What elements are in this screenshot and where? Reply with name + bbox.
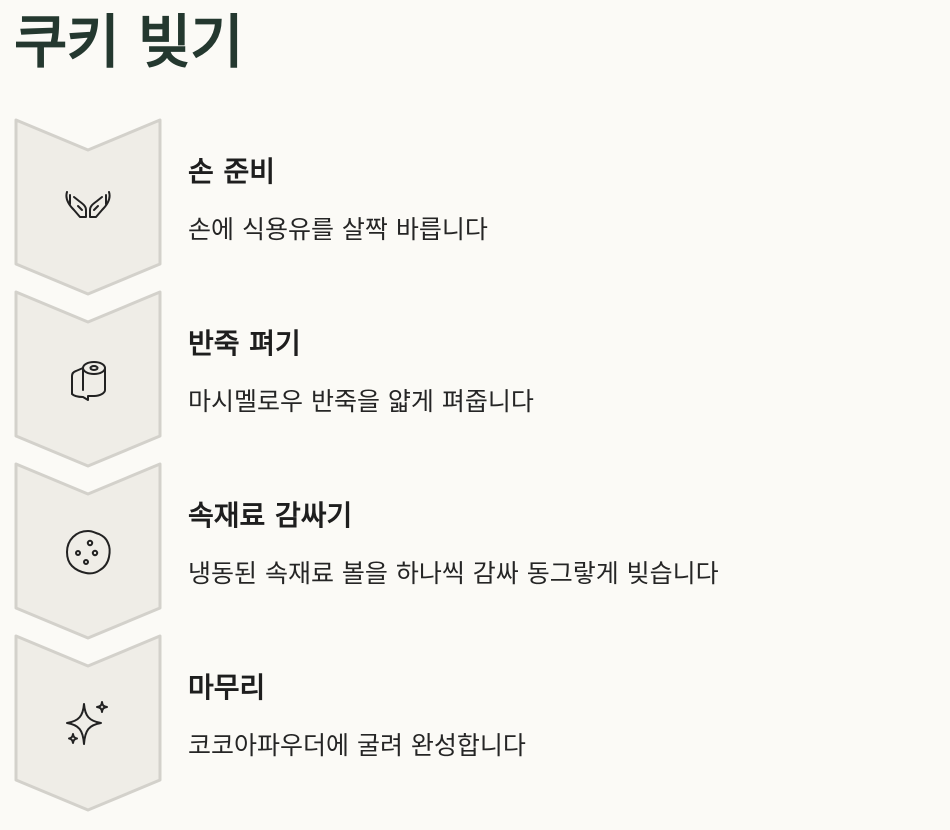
page-title: 쿠키 빚기	[14, 8, 244, 76]
step-item: 속재료 감싸기 냉동된 속재료 볼을 하나씩 감싸 동그랗게 빚습니다	[14, 462, 914, 640]
step-marker	[14, 118, 162, 296]
step-description: 손에 식용유를 살짝 바릅니다	[188, 215, 488, 244]
chevron-shape	[14, 290, 162, 468]
step-item: 반죽 펴기 마시멜로우 반죽을 얇게 펴줍니다	[14, 290, 914, 468]
step-item: 손 준비 손에 식용유를 살짝 바릅니다	[14, 118, 914, 296]
chevron-shape	[14, 634, 162, 812]
step-description: 냉동된 속재료 볼을 하나씩 감싸 동그랗게 빚습니다	[188, 559, 719, 588]
step-title: 마무리	[188, 671, 266, 704]
step-list: 손 준비 손에 식용유를 살짝 바릅니다 반죽 펴기 마시멜로우 반죽을 얇게 …	[14, 118, 914, 812]
step-description: 코코아파우더에 굴려 완성합니다	[188, 731, 526, 760]
step-marker	[14, 290, 162, 468]
step-marker	[14, 462, 162, 640]
step-title: 속재료 감싸기	[188, 499, 353, 532]
step-marker	[14, 634, 162, 812]
hands-icon	[65, 191, 111, 218]
paper-roll-icon	[71, 361, 106, 401]
cookie-icon	[66, 530, 111, 575]
sparkle-icon	[66, 701, 108, 745]
step-item: 마무리 코코아파우더에 굴려 완성합니다	[14, 634, 914, 812]
step-title: 반죽 펴기	[188, 327, 301, 360]
chevron-shape	[14, 118, 162, 296]
step-description: 마시멜로우 반죽을 얇게 펴줍니다	[188, 387, 534, 416]
step-title: 손 준비	[188, 155, 276, 188]
chevron-shape	[14, 462, 162, 640]
